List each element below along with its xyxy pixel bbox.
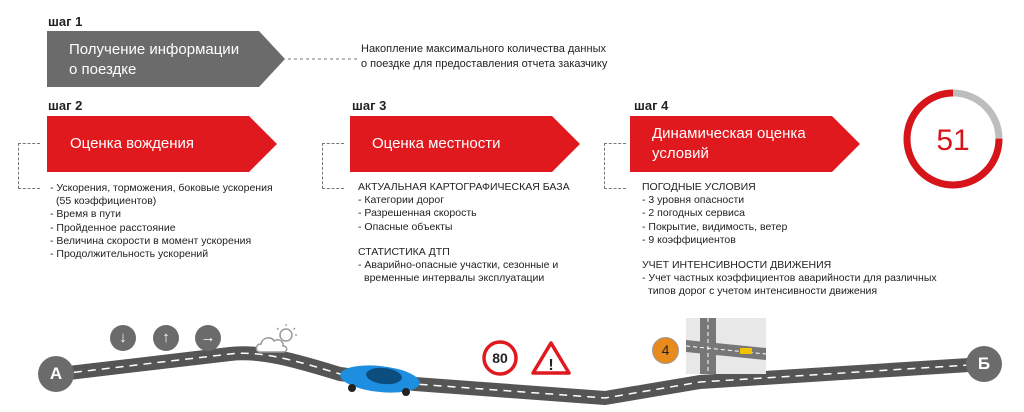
step3-list: АКТУАЛЬНАЯ КАРТОГРАФИЧЕСКАЯ БАЗА - Катег…: [358, 181, 570, 285]
list-item: - 9 коэффициентов: [642, 233, 736, 246]
step4-title-line1: Динамическая оценка: [652, 125, 806, 142]
step2-list: - Ускорения, торможения, боковые ускорен…: [50, 182, 273, 261]
list-item: временные интервалы эксплуатации: [364, 272, 545, 285]
list-item: - Продолжительность ускорений: [50, 248, 209, 261]
list-item: типов дорог с учетом интенсивности движе…: [648, 285, 878, 298]
step4-label: шаг 4: [634, 98, 669, 113]
step4-list: ПОГОДНЫЕ УСЛОВИЯ - 3 уровня опасности - …: [642, 181, 937, 299]
step4-title-line2: условий: [652, 145, 709, 162]
step1-title-line2: о поездке: [69, 61, 137, 78]
speed-limit-value: 80: [492, 350, 508, 366]
intersection-icon: [686, 318, 766, 374]
step3-chevron: [350, 116, 580, 172]
group-title: ПОГОДНЫЕ УСЛОВИЯ: [642, 181, 756, 193]
car-icon: [340, 365, 420, 396]
step2-chevron: [47, 116, 277, 172]
level-icon: 4: [652, 337, 679, 364]
speed-limit-icon: 80: [482, 340, 518, 376]
arrow-right-icon: →: [195, 325, 221, 351]
start-point: А: [38, 356, 74, 392]
list-item: - Пройденное расстояние: [50, 221, 176, 234]
warning-glyph: !: [548, 357, 553, 374]
step4-chevron: [630, 116, 860, 172]
step1-chevron: [47, 31, 285, 87]
step1-note-line1: Накопление максимального количества данн…: [361, 43, 606, 55]
list-item: - Величина скорости в момент ускорения: [50, 234, 252, 247]
step3-label: шаг 3: [352, 98, 387, 113]
group-title: СТАТИСТИКА ДТП: [358, 245, 450, 258]
warning-icon: !: [531, 341, 571, 375]
cloud-sun-icon: [255, 324, 297, 353]
step2-bracket: [18, 143, 40, 189]
step3-title: Оценка местности: [372, 135, 501, 152]
list-item: - Ускорения, торможения, боковые ускорен…: [50, 182, 273, 194]
step1-note-line2: о поездке для предоставления отчета зака…: [361, 58, 608, 70]
list-item: - 2 погодных сервиса: [642, 207, 746, 220]
list-item: (55 коэффициентов): [56, 195, 157, 208]
list-item: - Покрытие, видимость, ветер: [642, 220, 788, 233]
road: [59, 346, 986, 405]
end-point: Б: [966, 346, 1002, 382]
list-item: - 3 уровня опасности: [642, 194, 745, 207]
group-title: УЧЕТ ИНТЕНСИВНОСТИ ДВИЖЕНИЯ: [642, 259, 832, 272]
step1-label: шаг 1: [48, 14, 83, 29]
step2-title: Оценка вождения: [70, 135, 195, 152]
step1-title-line1: Получение информации: [69, 41, 240, 58]
score-gauge-fill: [903, 89, 1003, 189]
list-item: - Учет частных коэффициентов аварийности…: [642, 272, 937, 285]
list-item: - Разрешенная скорость: [358, 207, 477, 220]
step1-connector: [288, 58, 358, 60]
step3-bracket: [322, 143, 344, 189]
list-item: - Время в пути: [50, 208, 122, 221]
arrow-up-icon: ↑: [153, 325, 179, 351]
group-title: АКТУАЛЬНАЯ КАРТОГРАФИЧЕСКАЯ БАЗА: [358, 181, 570, 193]
list-item: - Аварийно-опасные участки, сезонные и: [358, 259, 559, 272]
list-item: - Категории дорог: [358, 194, 445, 207]
score-gauge: 51: [903, 89, 1003, 189]
list-item: - Опасные объекты: [358, 220, 453, 233]
step2-label: шаг 2: [48, 98, 83, 113]
score-value: 51: [936, 124, 969, 157]
step4-bracket: [604, 143, 626, 189]
arrow-down-icon: ↓: [110, 325, 136, 351]
